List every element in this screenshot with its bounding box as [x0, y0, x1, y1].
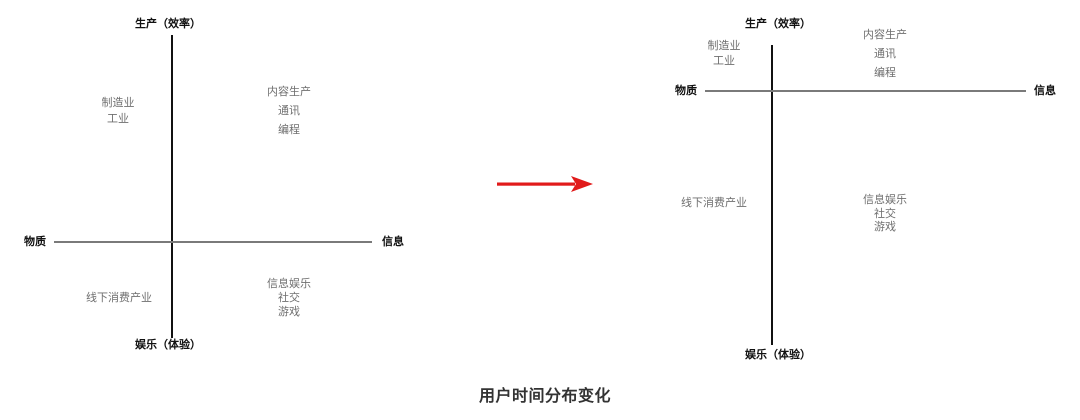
region-item: 编程	[874, 66, 896, 79]
quadrant-diagram-before: 生产（效率） 娱乐（体验） 物质 信息 制造业 工业 内容生产 通讯 编程 线下…	[0, 0, 440, 370]
region-item: 工业	[107, 112, 129, 125]
axis-label-top: 生产（效率）	[745, 17, 811, 30]
region-top-left: 制造业 工业	[102, 95, 135, 127]
region-item: 内容生产	[863, 28, 907, 41]
vertical-axis-line	[771, 45, 773, 345]
region-bottom-right: 信息娱乐 社交 游戏	[267, 277, 311, 319]
region-item: 游戏	[278, 305, 300, 318]
region-item: 社交	[278, 291, 300, 304]
region-item: 通讯	[874, 47, 896, 60]
region-item: 社交	[874, 206, 896, 220]
figure-caption: 用户时间分布变化	[478, 386, 611, 405]
axis-label-right: 信息	[382, 235, 404, 248]
region-top-right: 内容生产 通讯 编程	[267, 82, 311, 139]
region-top-right: 内容生产 通讯 编程	[863, 25, 907, 82]
horizontal-axis-line	[705, 90, 1026, 92]
region-item: 线下消费产业	[86, 291, 152, 304]
region-item: 工业	[713, 54, 735, 67]
region-item: 信息娱乐	[267, 277, 311, 290]
quadrant-diagram-after: 生产（效率） 娱乐（体验） 物质 信息 制造业 工业 内容生产 通讯 编程 线下…	[640, 0, 1080, 370]
right-arrow-icon	[497, 176, 593, 192]
axis-label-bottom: 娱乐（体验）	[135, 338, 201, 351]
region-item: 制造业	[707, 39, 741, 52]
horizontal-axis-line	[54, 241, 372, 243]
region-item: 内容生产	[267, 85, 311, 98]
region-item: 游戏	[874, 220, 896, 233]
axis-label-right: 信息	[1034, 84, 1056, 97]
axis-label-bottom: 娱乐（体验）	[745, 348, 811, 361]
region-item: 通讯	[278, 104, 300, 117]
axis-label-top: 生产（效率）	[135, 17, 201, 30]
region-bottom-left: 线下消费产业	[681, 195, 747, 211]
region-item: 制造业	[101, 96, 135, 109]
region-top-left: 制造业 工业	[708, 38, 741, 68]
axis-label-left: 物质	[675, 84, 697, 97]
vertical-axis-line	[171, 35, 173, 338]
region-item: 线下消费产业	[681, 196, 747, 209]
region-item: 编程	[278, 123, 300, 136]
region-item: 信息娱乐	[863, 193, 907, 206]
region-bottom-right: 信息娱乐 社交 游戏	[863, 193, 907, 234]
region-bottom-left: 线下消费产业	[86, 290, 152, 306]
axis-label-left: 物质	[24, 235, 46, 248]
